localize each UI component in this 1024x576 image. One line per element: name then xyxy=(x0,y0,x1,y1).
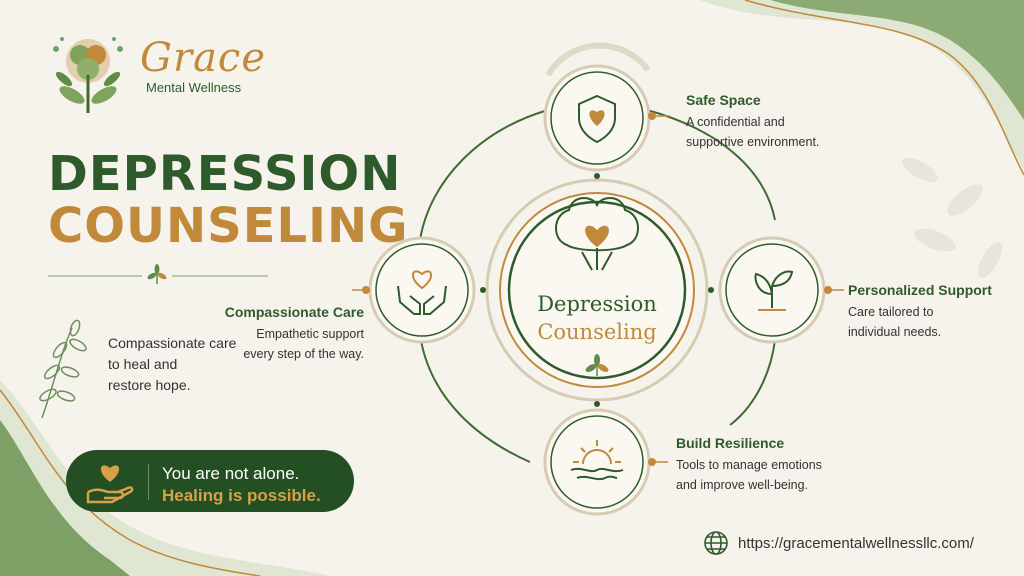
page-title-line1: DEPRESSION xyxy=(48,146,402,202)
bg-faint-leaves xyxy=(902,157,1003,278)
tagline: Compassionate care to heal and restore h… xyxy=(108,333,248,396)
bg-wave-bottom xyxy=(0,420,130,576)
tagline-line: to heal and xyxy=(108,356,178,372)
center-title-line1: Depression xyxy=(537,292,657,316)
globe-icon xyxy=(704,531,728,555)
bg-wave-top-light xyxy=(700,0,1024,170)
feature-desc: Tools to manage emotions and improve wel… xyxy=(676,455,822,495)
hands-heart-icon xyxy=(397,270,447,315)
leaf-icon xyxy=(147,264,167,284)
center-title-line2: Counseling xyxy=(537,320,657,344)
brand-subtitle: Mental Wellness xyxy=(146,80,242,95)
center-join-dots xyxy=(480,173,714,407)
banner-divider xyxy=(148,464,149,500)
center-ring-gold xyxy=(499,192,695,388)
website-link[interactable]: https://gracementalwellnessllc.com/ xyxy=(738,535,974,552)
banner-line2: Healing is possible. xyxy=(162,486,321,505)
feature-desc-line: Care tailored to xyxy=(848,305,934,319)
feature-title: Compassionate Care xyxy=(224,304,364,320)
connector-ticks xyxy=(352,115,844,463)
page-title-line2: COUNSELING xyxy=(48,198,409,254)
center-ring-green xyxy=(507,200,687,380)
bg-wave-bottom-light xyxy=(0,380,330,576)
banner-line1: You are not alone. xyxy=(162,464,300,483)
outer-ring-arcs xyxy=(545,42,651,77)
feature-safe-space: Safe Space A confidential and supportive… xyxy=(686,92,819,152)
connector-arcs xyxy=(419,109,776,463)
feature-desc-line: supportive environment. xyxy=(686,135,820,149)
resilience-circle xyxy=(543,408,651,516)
feature-desc: Care tailored to individual needs. xyxy=(848,302,992,342)
feature-desc-line: Empathetic support xyxy=(256,327,364,341)
feature-desc-line: Tools to manage emotions xyxy=(676,458,822,472)
feature-title: Personalized Support xyxy=(848,282,992,298)
feature-resilience: Build Resilience Tools to manage emotion… xyxy=(676,435,822,495)
feature-compassionate: Compassionate Care Empathetic support ev… xyxy=(222,304,364,364)
sunrise-icon xyxy=(570,440,624,481)
feature-personalized: Personalized Support Care tailored to in… xyxy=(848,282,992,342)
bg-wave-top xyxy=(770,0,1024,120)
feature-desc: A confidential and supportive environmen… xyxy=(686,112,819,152)
shield-heart-icon xyxy=(578,94,616,144)
brand: Grace Mental Wellness xyxy=(140,38,266,95)
feature-title: Build Resilience xyxy=(676,435,785,451)
feature-desc-line: and improve well-being. xyxy=(676,478,809,492)
sprout-small-icon xyxy=(585,354,609,376)
sprout-icon xyxy=(754,270,794,311)
brain-heart-icon xyxy=(555,197,639,271)
bg-wave-top-line xyxy=(744,0,1024,176)
feature-desc-line: every step of the way. xyxy=(243,347,364,361)
bg-wave-bottom-line xyxy=(0,389,261,576)
connector-dots xyxy=(362,112,832,466)
feature-desc-line: individual needs. xyxy=(848,325,942,339)
tagline-line: restore hope. xyxy=(108,377,191,393)
brain-tree-logo-icon xyxy=(53,37,123,113)
tagline-line: Compassionate care xyxy=(108,335,237,351)
center-ring-outer xyxy=(485,178,709,402)
feature-title: Safe Space xyxy=(686,92,761,108)
feature-desc: Empathetic support every step of the way… xyxy=(222,324,364,364)
feature-desc-line: A confidential and xyxy=(686,115,785,129)
hand-heart-icon xyxy=(86,465,134,504)
brand-name: Grace xyxy=(140,35,266,81)
branch-icon xyxy=(39,319,87,419)
